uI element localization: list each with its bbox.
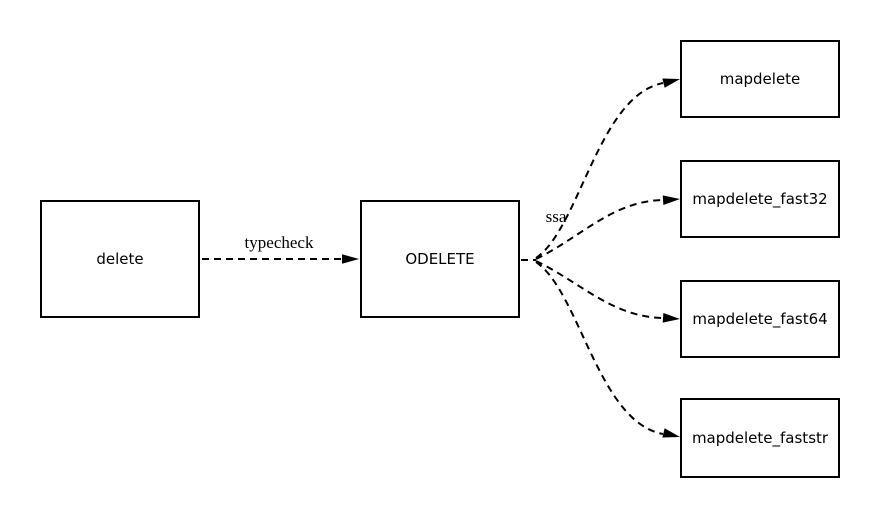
node-mapdelete-faststr: mapdelete_faststr	[680, 398, 840, 478]
edge-label-typecheck: typecheck	[244, 233, 314, 252]
node-mapdelete-faststr-label: mapdelete_faststr	[691, 429, 829, 447]
edge-ssa-curve-mapdelete-fast64	[535, 260, 664, 319]
node-delete-label: delete	[96, 250, 144, 268]
arrowhead-mapdelete-fast32	[662, 195, 680, 205]
edge-ssa-curve-mapdelete-faststr	[535, 261, 664, 435]
node-odelete-label: ODELETE	[405, 250, 475, 268]
arrowhead-typecheck	[342, 254, 359, 264]
node-mapdelete-fast32: mapdelete_fast32	[680, 160, 840, 238]
edge-ssa-curve-mapdelete-fast32	[535, 199, 664, 260]
node-mapdelete-fast64-label: mapdelete_fast64	[692, 310, 828, 328]
edge-ssa-curve-mapdelete	[535, 82, 664, 259]
node-delete: delete	[40, 200, 200, 318]
arrowhead-mapdelete-faststr	[662, 428, 680, 438]
edge-label-ssa: ssa	[545, 207, 567, 226]
node-mapdelete: mapdelete	[680, 40, 840, 118]
node-odelete: ODELETE	[360, 200, 520, 318]
arrowhead-mapdelete-fast64	[662, 313, 680, 323]
node-mapdelete-fast64: mapdelete_fast64	[680, 280, 840, 358]
node-mapdelete-label: mapdelete	[719, 70, 801, 88]
node-mapdelete-fast32-label: mapdelete_fast32	[692, 190, 828, 208]
arrowhead-mapdelete	[662, 78, 680, 88]
